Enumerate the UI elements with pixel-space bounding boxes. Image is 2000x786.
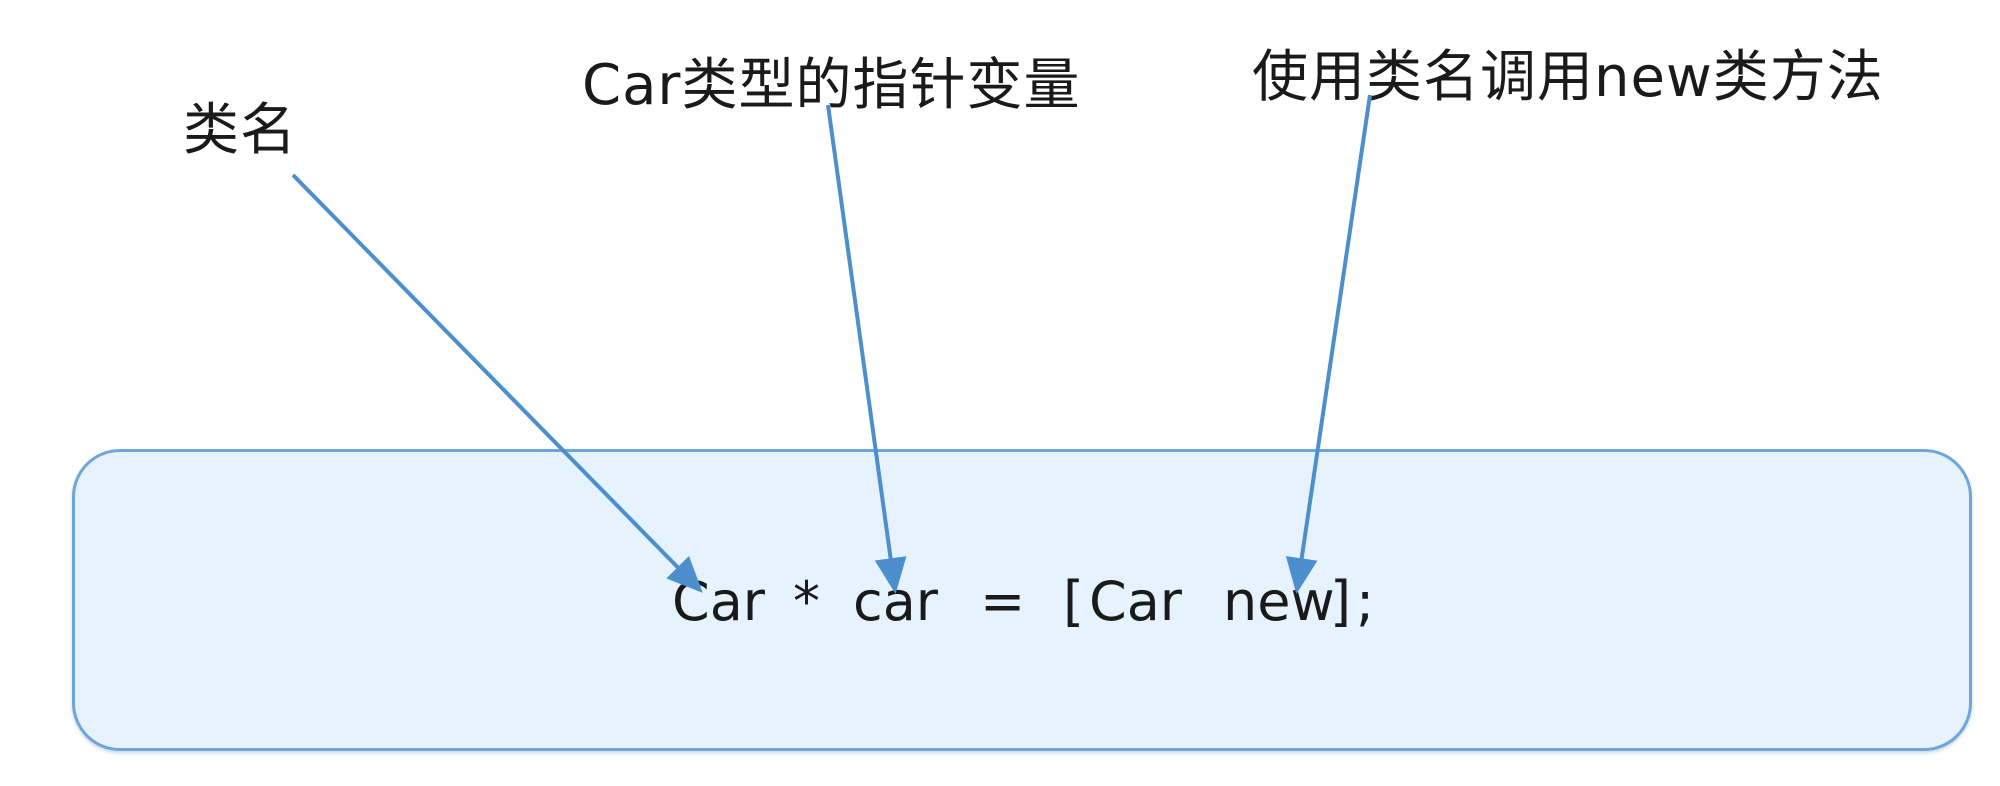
code-pointer-star: * [793, 570, 820, 633]
label-pointer-variable: Car类型的指针变量 [582, 53, 1081, 118]
code-close-bracket: ] [1330, 570, 1352, 633]
code-receiver-class: Car [1089, 570, 1182, 633]
label-class-name: 类名 [183, 98, 297, 163]
code-semicolon: ; [1356, 570, 1375, 633]
code-method-name: new [1223, 570, 1335, 633]
code-equals: = [980, 570, 1026, 633]
code-variable-name: car [853, 570, 938, 633]
code-open-bracket: [ [1063, 570, 1085, 633]
label-class-method-call: 使用类名调用new类方法 [1252, 45, 1884, 110]
code-class-name: Car [672, 570, 765, 633]
